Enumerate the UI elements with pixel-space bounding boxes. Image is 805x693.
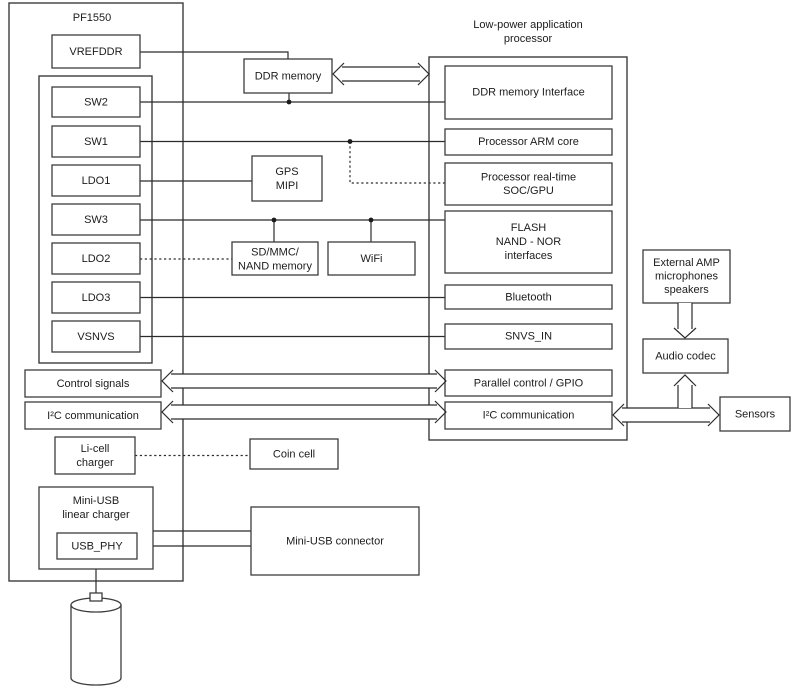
sensor-bus-arrow xyxy=(612,403,720,427)
control-bus-arrow xyxy=(161,369,447,393)
gps-label-line1: GPS xyxy=(275,166,298,178)
bluetooth-box xyxy=(444,284,613,310)
ddr-interface-label: DDR memory Interface xyxy=(472,87,584,99)
gps-mipi-box xyxy=(251,155,323,202)
vsnvs-box xyxy=(51,320,141,353)
sw3-label: SW3 xyxy=(84,214,108,226)
snvs-in-box xyxy=(444,323,613,350)
ddr-bus-arrow xyxy=(332,62,430,86)
i2c-processor-box xyxy=(444,401,613,430)
ldo2-box xyxy=(51,242,141,275)
ddr-memory-label: DDR memory xyxy=(255,71,322,83)
external-amp-label-line3: speakers xyxy=(664,284,709,296)
mini-usb-connector-box xyxy=(250,506,420,576)
audio-codec-box xyxy=(642,338,729,374)
soc-gpu-label-line2: SOC/GPU xyxy=(503,185,554,197)
external-amp-label-line2: microphones xyxy=(655,271,718,283)
processor-title-line1: Low-power application xyxy=(473,19,582,31)
bluetooth-label: Bluetooth xyxy=(505,292,551,304)
i2c-pmic-box xyxy=(24,401,162,430)
gps-label-line2: MIPI xyxy=(276,180,299,192)
ddr-interface-box xyxy=(444,65,613,120)
junction-dot xyxy=(286,99,292,105)
snvs-in-label: SNVS_IN xyxy=(505,331,552,343)
i2c-bus-arrow xyxy=(161,400,447,424)
battery-icon xyxy=(70,592,122,686)
junction-dot xyxy=(271,217,277,223)
external-amp-label-line1: External AMP xyxy=(653,257,720,269)
ldo1-label: LDO1 xyxy=(82,175,111,187)
li-cell-label-line1: Li-cell xyxy=(81,443,110,455)
control-signals-box xyxy=(24,369,162,398)
coin-cell-box xyxy=(249,438,339,470)
flash-interfaces-box xyxy=(444,210,613,274)
usb-charger-label-line2: linear charger xyxy=(62,509,130,521)
processor-title-line2: processor xyxy=(504,33,553,45)
external-amp-box xyxy=(642,249,731,304)
control-signals-label: Control signals xyxy=(57,378,130,390)
ldo2-label: LDO2 xyxy=(82,253,111,265)
usb-connector-label: Mini-USB connector xyxy=(286,536,384,548)
li-cell-charger-box xyxy=(54,436,136,475)
li-cell-label-line2: charger xyxy=(76,457,114,469)
sw1-box xyxy=(51,125,141,158)
vsnvs-label: VSNVS xyxy=(77,331,114,343)
junction-dot xyxy=(368,217,374,223)
soc-gpu-box xyxy=(444,162,613,206)
arm-core-label: Processor ARM core xyxy=(478,136,579,148)
sensors-box xyxy=(719,396,791,432)
amp-codec-arrow xyxy=(673,303,697,339)
sd-label-line1: SD/MMC/ xyxy=(251,247,300,259)
junction-dot xyxy=(347,139,353,144)
sd-label-line2: NAND memory xyxy=(238,261,312,273)
sw2-label: SW2 xyxy=(84,97,108,109)
vrefddr-label: VREFDDR xyxy=(69,46,122,58)
wifi-label: WiFi xyxy=(361,253,383,265)
ldo1-box xyxy=(51,164,141,197)
flash-label-line2: NAND - NOR xyxy=(496,236,561,248)
ldo3-box xyxy=(51,281,141,314)
flash-label-line3: interfaces xyxy=(505,250,553,262)
i2c-processor-label: I²C communication xyxy=(483,410,575,422)
vrefddr-box xyxy=(51,34,141,69)
flash-label-line1: FLASH xyxy=(511,222,547,234)
i2c-pmic-label: I²C communication xyxy=(47,410,139,422)
coin-cell-label: Coin cell xyxy=(273,449,315,461)
ldo3-label: LDO3 xyxy=(82,292,111,304)
arm-core-box xyxy=(444,128,613,156)
sd-mmc-nand-box xyxy=(231,241,319,276)
parallel-gpio-box xyxy=(444,369,613,397)
audio-codec-label: Audio codec xyxy=(655,351,716,363)
usb-phy-box xyxy=(56,532,138,560)
parallel-gpio-label: Parallel control / GPIO xyxy=(474,378,584,390)
bus-codec-arrow xyxy=(673,374,697,408)
usb-charger-label-line1: Mini-USB xyxy=(73,495,119,507)
wire-vrefddr-ddr-memory xyxy=(140,51,289,59)
pf1550-title: PF1550 xyxy=(73,12,112,24)
sw1-label: SW1 xyxy=(84,136,108,148)
soc-gpu-label-line1: Processor real-time xyxy=(481,172,576,184)
sw3-box xyxy=(51,203,141,236)
usb-phy-label: USB_PHY xyxy=(71,541,123,553)
ddr-memory-box xyxy=(243,58,333,94)
sw2-box xyxy=(51,86,141,118)
wifi-box xyxy=(327,241,416,276)
sensors-label: Sensors xyxy=(735,409,776,421)
